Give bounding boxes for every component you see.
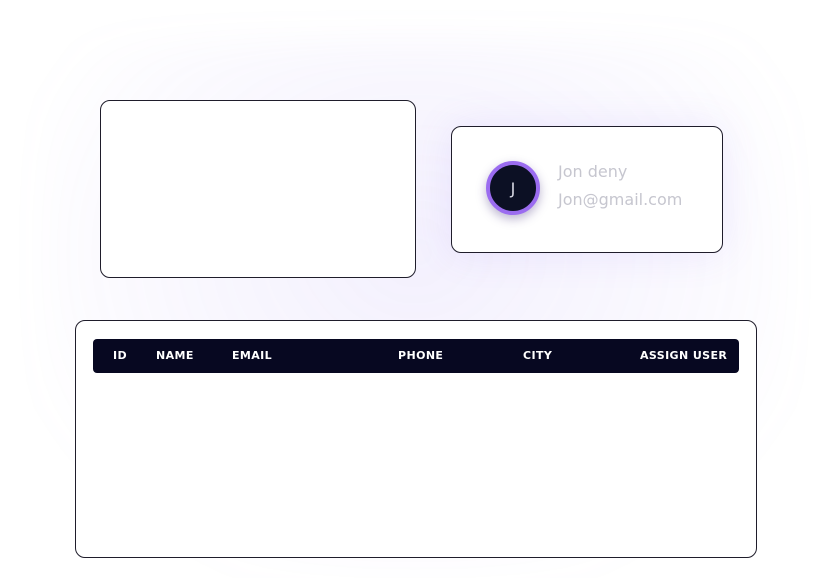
user-card[interactable]: J Jon deny Jon@gmail.com (451, 126, 723, 253)
column-header-phone[interactable]: PHONE (398, 349, 444, 362)
column-header-id[interactable]: ID (113, 349, 128, 362)
avatar-initial: J (510, 178, 516, 198)
column-header-city[interactable]: CITY (523, 349, 553, 362)
empty-card (100, 100, 416, 278)
user-email: Jon@gmail.com (558, 190, 683, 209)
avatar[interactable]: J (486, 161, 540, 215)
user-name: Jon deny (558, 162, 628, 181)
column-header-assign-user[interactable]: ASSIGN USER (640, 349, 728, 362)
users-table: ID NAME EMAIL PHONE CITY ASSIGN USER (75, 320, 757, 558)
column-header-name[interactable]: NAME (156, 349, 194, 362)
column-header-email[interactable]: EMAIL (232, 349, 273, 362)
table-header-row: ID NAME EMAIL PHONE CITY ASSIGN USER (93, 339, 739, 373)
